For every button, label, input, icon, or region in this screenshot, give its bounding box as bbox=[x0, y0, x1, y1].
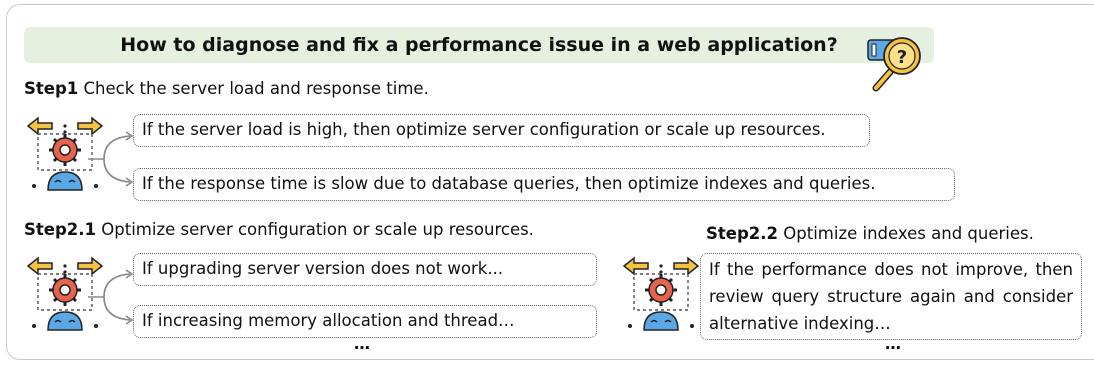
step2-1-option-1: If upgrading server version does not wor… bbox=[133, 253, 597, 286]
title-banner bbox=[24, 27, 934, 63]
diagram-title: How to diagnose and fix a performance is… bbox=[120, 34, 838, 56]
branch-connector bbox=[88, 269, 134, 325]
step2-2-heading: Step2.2 Optimize indexes and queries. bbox=[706, 224, 1034, 243]
step2-1-heading: Step2.1 Optimize server configuration or… bbox=[24, 220, 534, 239]
branch-connector bbox=[88, 131, 134, 187]
diagram-frame bbox=[6, 4, 1094, 360]
step2-1-ellipsis: … bbox=[354, 334, 371, 353]
step2-2-option: If the performance does not improve, the… bbox=[700, 253, 1082, 340]
step1-text: Check the server load and response time. bbox=[83, 79, 429, 98]
step1-label: Step1 bbox=[24, 79, 79, 98]
svg-text:?: ? bbox=[897, 47, 907, 68]
step1-option-2: If the response time is slow due to data… bbox=[133, 168, 955, 201]
robot-agent-icon bbox=[26, 256, 104, 331]
magnifier-question-icon: ? bbox=[867, 37, 921, 92]
step2-1-label: Step2.1 bbox=[24, 220, 97, 239]
robot-agent-icon bbox=[26, 116, 104, 191]
step2-1-text: Optimize server configuration or scale u… bbox=[101, 220, 534, 239]
step2-2-text: Optimize indexes and queries. bbox=[783, 224, 1034, 243]
step1-heading: Step1 Check the server load and response… bbox=[24, 79, 429, 98]
step1-option-1: If the server load is high, then optimiz… bbox=[133, 114, 870, 147]
robot-agent-icon bbox=[622, 256, 700, 331]
step2-1-option-2: If increasing memory allocation and thre… bbox=[133, 305, 597, 338]
step2-2-label: Step2.2 bbox=[706, 224, 779, 243]
step2-2-ellipsis: … bbox=[885, 334, 902, 353]
